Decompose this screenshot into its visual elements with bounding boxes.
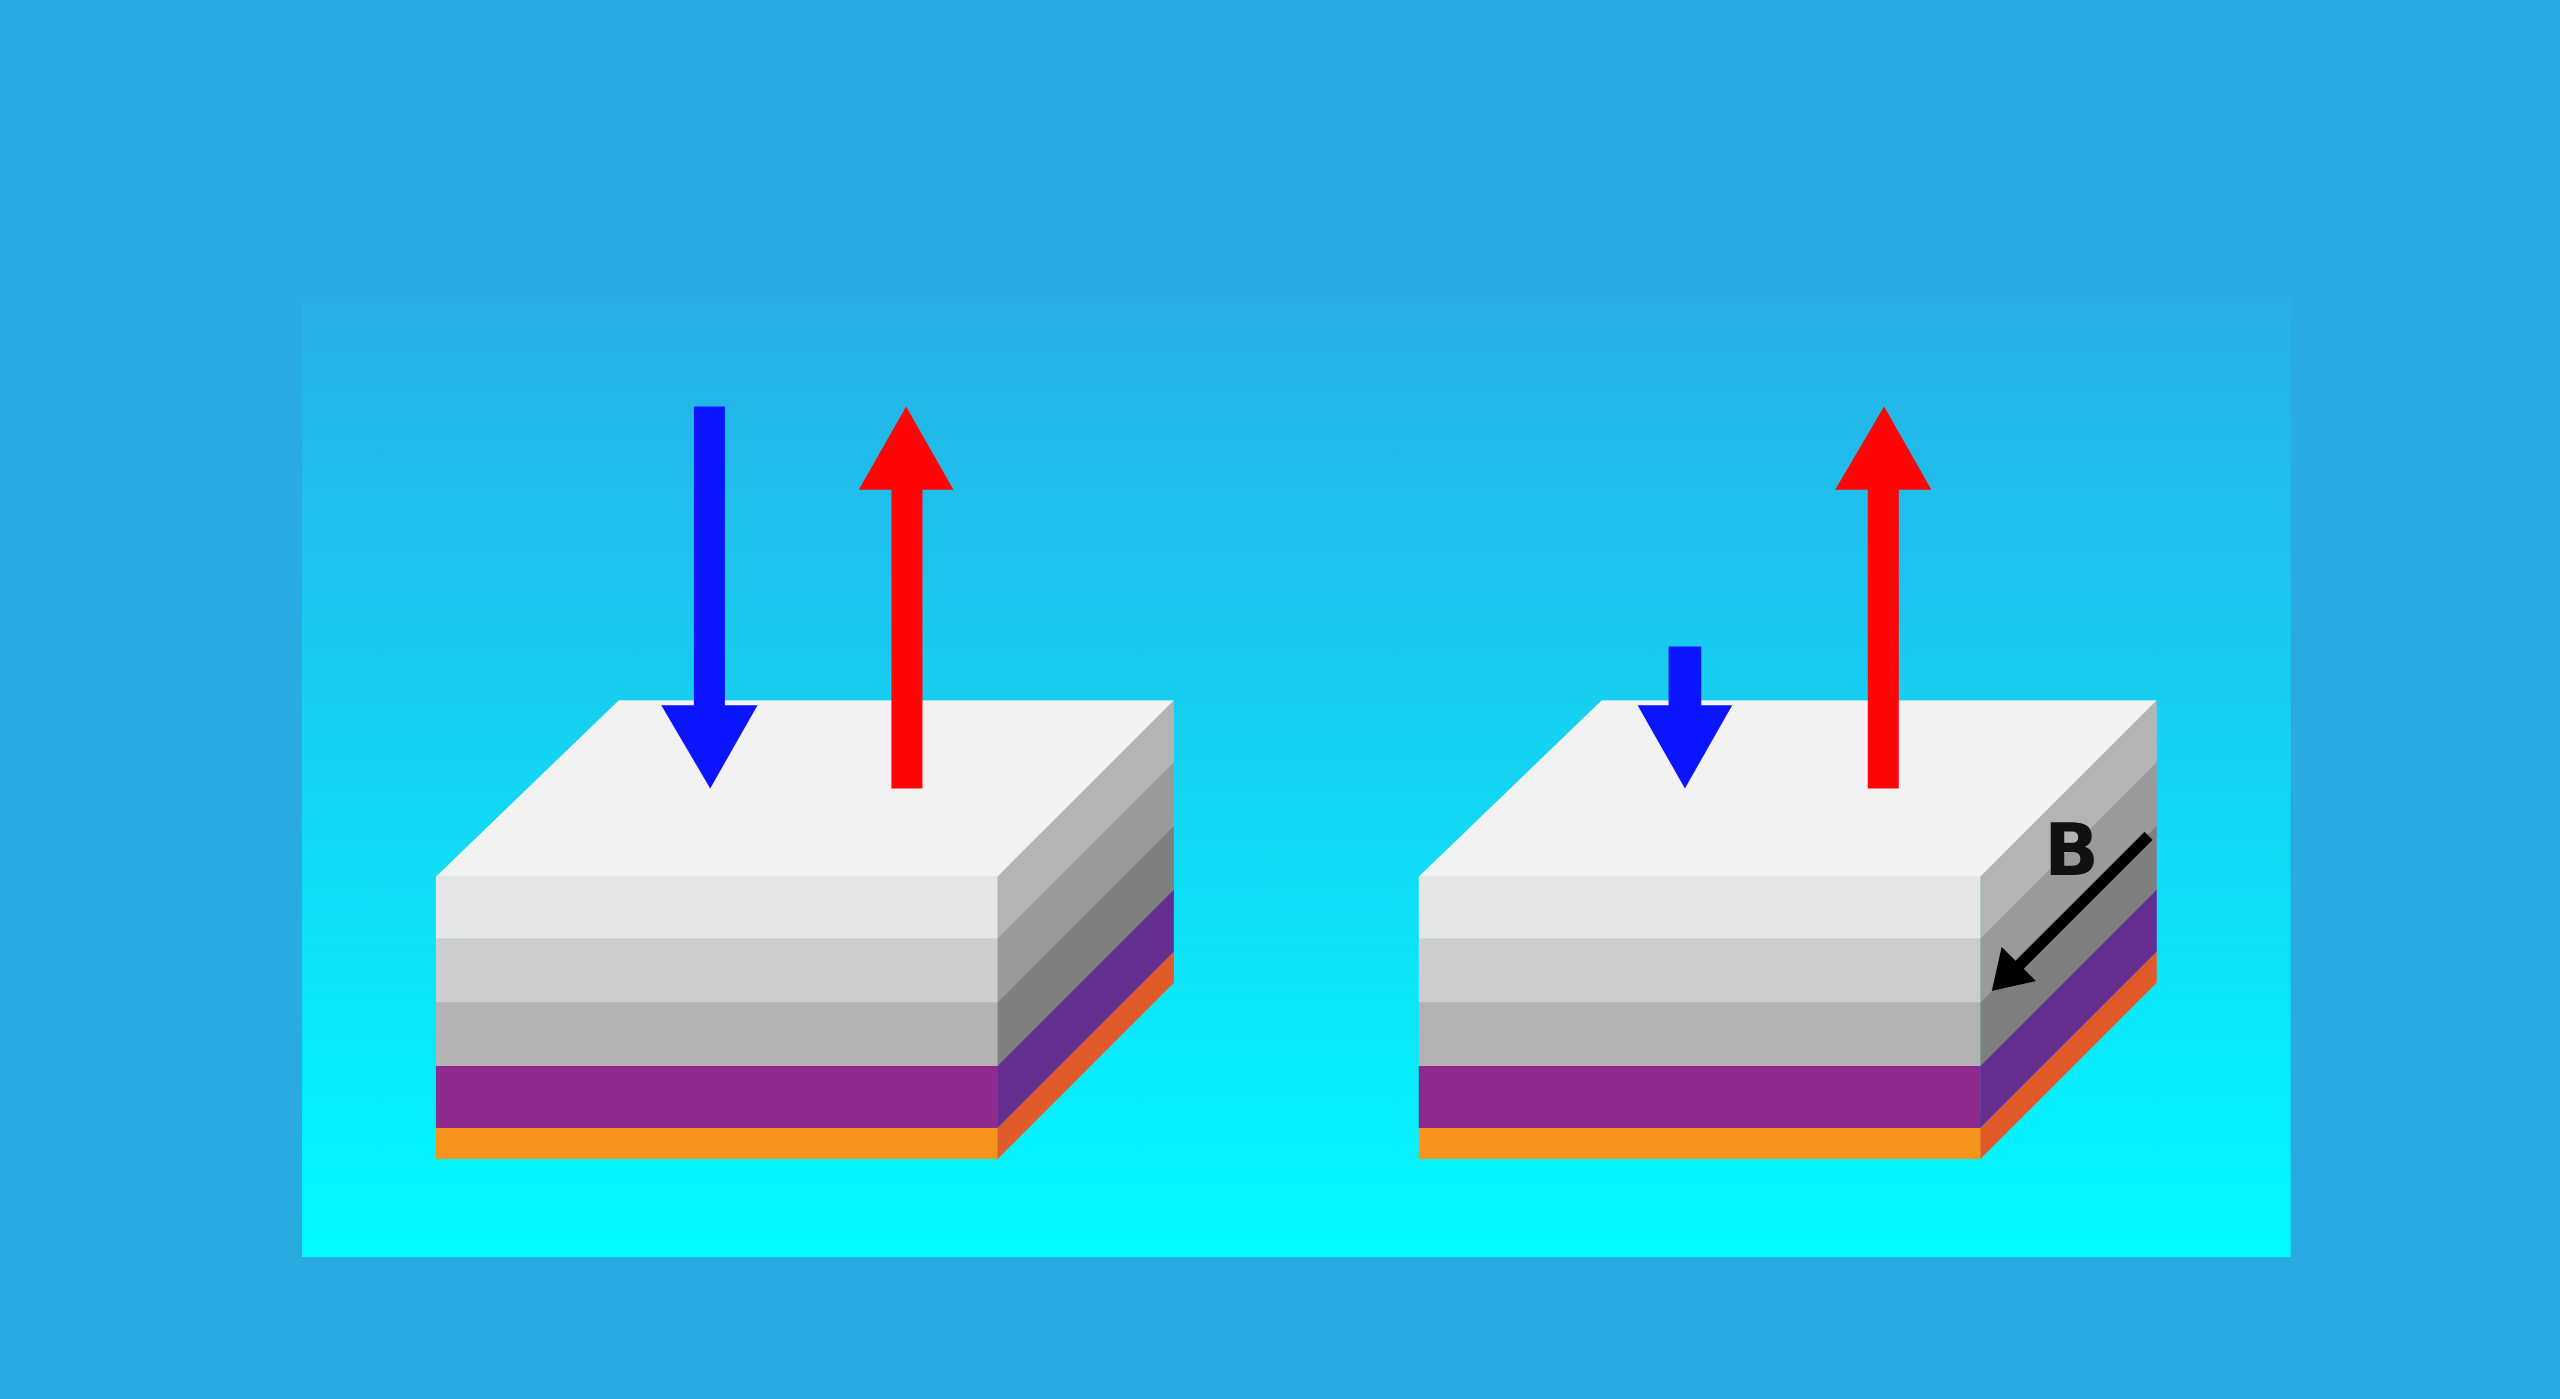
layered-block-left xyxy=(435,700,1174,1160)
field-label: B xyxy=(2044,808,2099,892)
purple-layer-front xyxy=(1418,1065,1981,1129)
purple-layer-side xyxy=(997,889,1174,1129)
layer-3-side xyxy=(1980,826,2157,1066)
layer-2-front xyxy=(435,938,998,1003)
top-face xyxy=(435,700,1174,877)
top-layer-side xyxy=(997,700,1174,939)
layer-3-front xyxy=(1418,1002,1981,1066)
purple-layer-side xyxy=(1980,889,2157,1129)
orange-layer-front xyxy=(1418,1128,1981,1160)
orange-layer-front xyxy=(435,1128,998,1160)
layer-3-front xyxy=(435,1002,998,1066)
layered-block-right xyxy=(1418,700,2157,1160)
up-arrow-right xyxy=(1835,406,1932,789)
orange-layer-side xyxy=(1980,951,2157,1160)
field-arrow xyxy=(1991,831,2153,991)
down-arrow-small xyxy=(1637,646,1733,789)
top-face xyxy=(1418,700,2157,877)
layer-3-side xyxy=(997,826,1174,1066)
down-arrow-large xyxy=(661,406,758,789)
layer-2-side xyxy=(997,762,1174,1003)
top-layer-front xyxy=(435,876,998,939)
layer-2-side xyxy=(1980,762,2157,1003)
top-layer-side xyxy=(1980,700,2157,939)
top-layer-front xyxy=(1418,876,1981,939)
up-arrow-left xyxy=(858,406,954,789)
layer-2-front xyxy=(1418,938,1981,1003)
purple-layer-front xyxy=(435,1065,998,1129)
orange-layer-side xyxy=(997,951,1174,1160)
